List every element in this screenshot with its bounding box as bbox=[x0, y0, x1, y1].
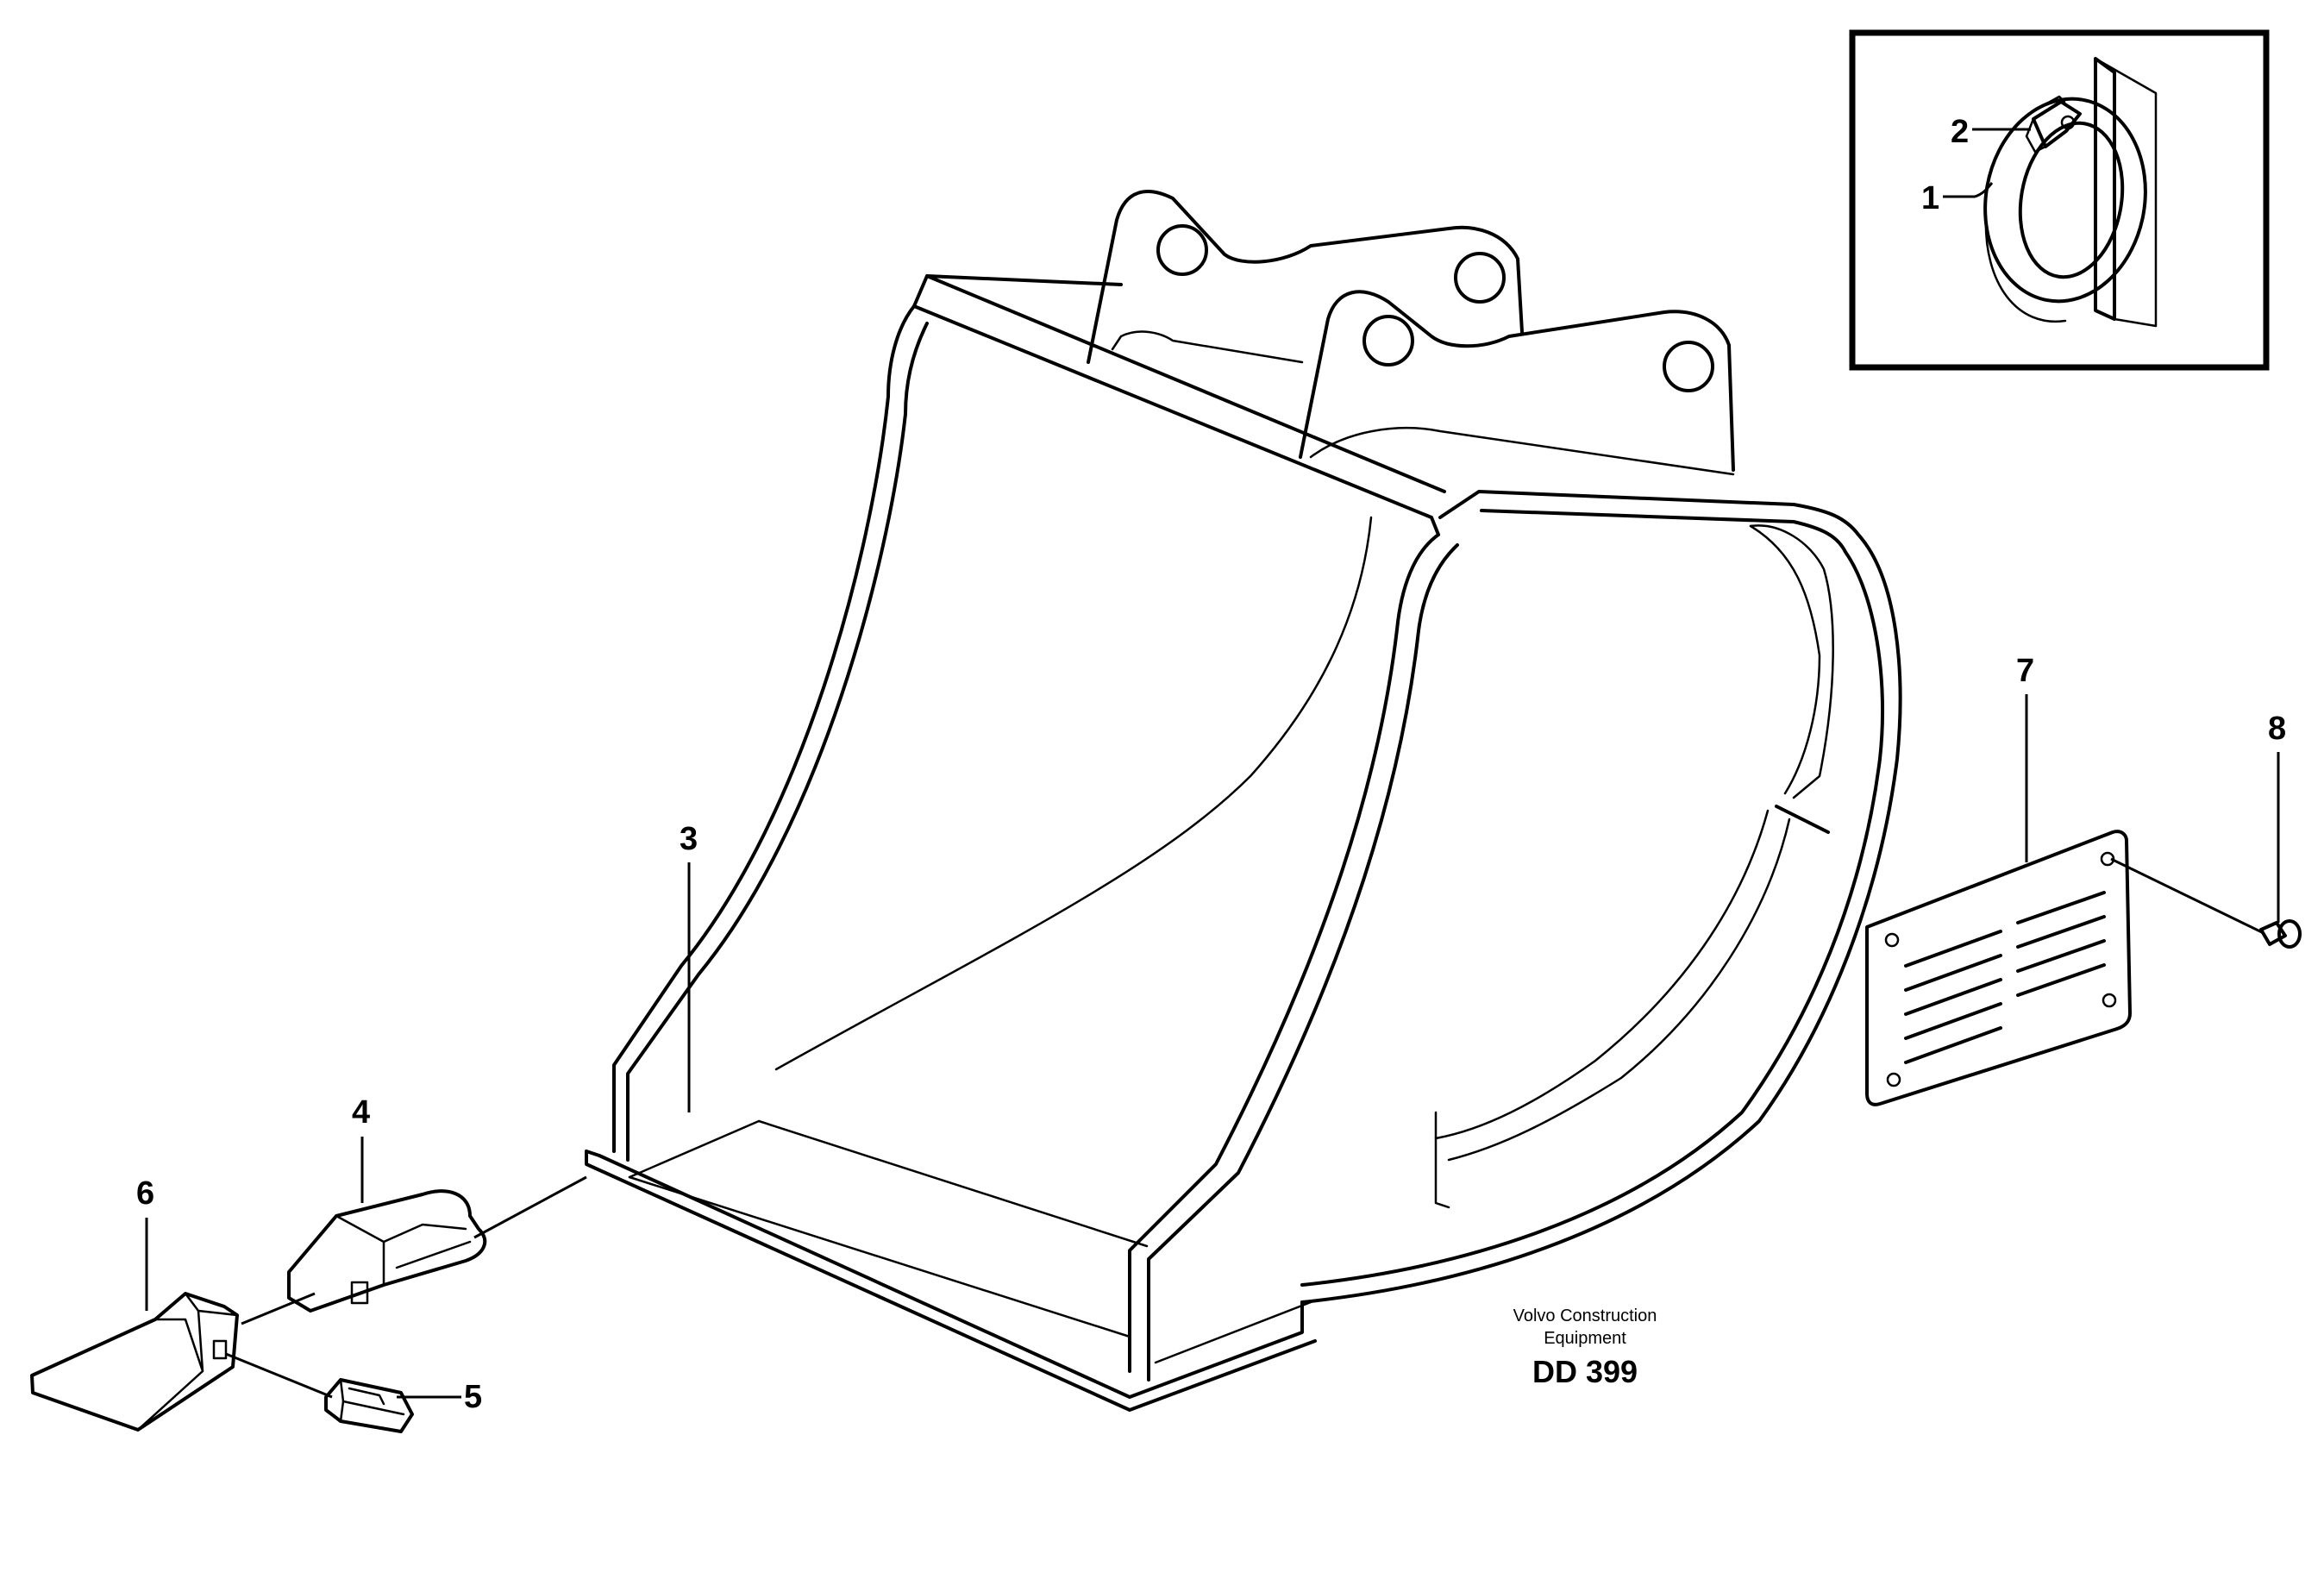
leader-8-to-plate bbox=[2110, 857, 2264, 935]
caption-line-1: Volvo Construction bbox=[1513, 1306, 1657, 1325]
leader-6-to-adapter bbox=[241, 1292, 316, 1325]
callout-7: 7 bbox=[2016, 653, 2034, 689]
tooth-adapter-icon bbox=[287, 1189, 487, 1313]
caption-line-2: Equipment bbox=[1544, 1329, 1626, 1348]
tooth-tip-icon bbox=[30, 1292, 239, 1432]
rivet-icon bbox=[2259, 919, 2302, 949]
identification-plate-icon bbox=[1865, 830, 2132, 1106]
callout-5: 5 bbox=[464, 1379, 482, 1415]
ring-icon bbox=[1983, 57, 2158, 328]
detail-inset: 2 1 bbox=[1849, 29, 2270, 371]
drawing-code: DD 399 bbox=[1532, 1354, 1638, 1389]
callout-1: 1 bbox=[1921, 180, 1939, 216]
callout-3: 3 bbox=[680, 821, 698, 857]
clip-icon bbox=[2025, 95, 2082, 154]
lock-pin-icon bbox=[324, 1378, 414, 1433]
leader-4-to-bucket bbox=[473, 1175, 587, 1239]
callout-2: 2 bbox=[1951, 114, 1969, 150]
caption: Volvo Construction Equipment DD 399 bbox=[1513, 1306, 1657, 1389]
callout-4: 4 bbox=[352, 1094, 370, 1131]
inset-frame bbox=[1849, 29, 2270, 371]
bucket-icon bbox=[585, 190, 1902, 1412]
callout-8: 8 bbox=[2268, 711, 2286, 747]
leader-1 bbox=[1943, 182, 1994, 198]
callout-6: 6 bbox=[136, 1175, 154, 1212]
leader-5-to-tip bbox=[225, 1352, 333, 1399]
